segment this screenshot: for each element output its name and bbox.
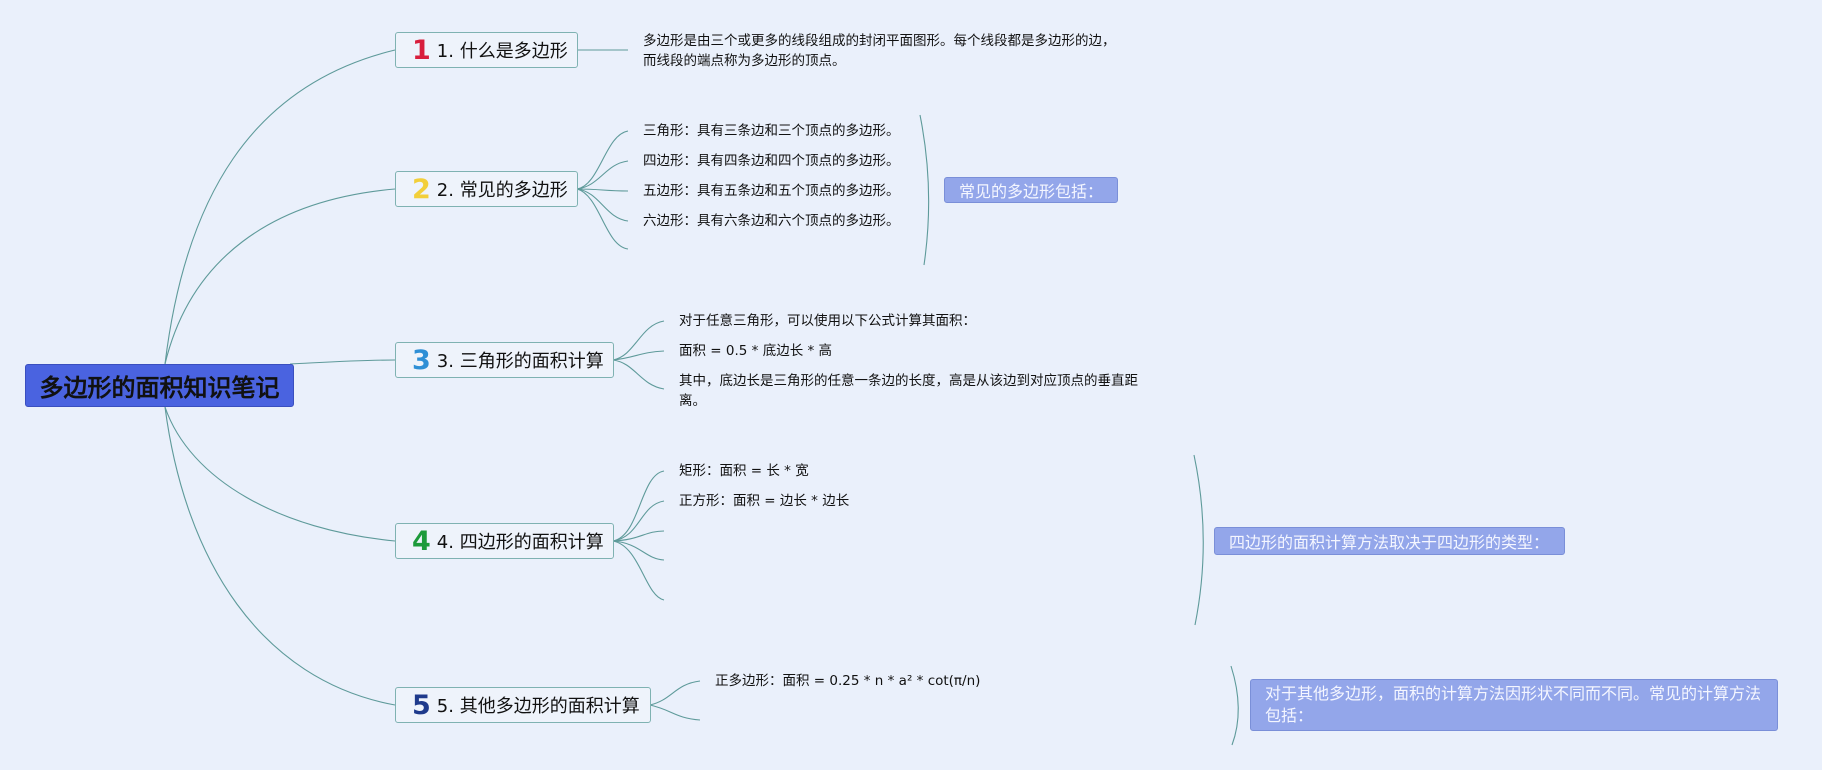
branch-4-node[interactable]: 4 4. 四边形的面积计算 — [395, 523, 614, 559]
branch-5-node[interactable]: 5 5. 其他多边形的面积计算 — [395, 687, 651, 723]
root-node[interactable]: 多边形的面积知识笔记 — [25, 364, 294, 407]
branch-3-leaf-4: 离。 — [679, 393, 706, 409]
connector-root-b3 — [289, 359, 396, 365]
branch-5-label: 5. 其他多边形的面积计算 — [436, 696, 640, 717]
number-3-icon: 3 — [412, 344, 431, 376]
branch-4-label: 4. 四边形的面积计算 — [436, 532, 604, 553]
connector-b4-leaf1 — [612, 470, 665, 542]
connector-root-b4 — [164, 406, 396, 542]
connector-b4-leaf2 — [612, 500, 665, 542]
connector-b2-leaf5 — [576, 188, 629, 250]
connector-b4-leaf3 — [612, 530, 665, 542]
branch-3-leaf-2: 面积 = 0.5 * 底边长 * 高 — [679, 343, 833, 359]
connector-b2-leaf4 — [576, 188, 629, 222]
branch-2-label: 2. 常见的多边形 — [436, 180, 568, 201]
branch-2-leaf-1: 三角形：具有三条边和三个顶点的多边形。 — [643, 123, 900, 139]
connector-b2-bracket — [919, 114, 930, 266]
connector-root-b1 — [164, 49, 396, 365]
branch-5-callout[interactable]: 对于其他多边形，面积的计算方法因形状不同而不同。常见的计算方法 包括： — [1250, 679, 1778, 731]
connector-b3-leaf2 — [612, 350, 665, 361]
connector-root-b5 — [164, 406, 396, 706]
branch-2-callout-text: 常见的多边形包括： — [959, 182, 1104, 201]
branch-1-node[interactable]: 1 1. 什么是多边形 — [395, 32, 578, 68]
branch-3-leaf-1: 对于任意三角形，可以使用以下公式计算其面积： — [679, 313, 976, 329]
branch-1-leaf-2: 而线段的端点称为多边形的顶点。 — [643, 53, 846, 69]
branch-4-callout-text: 四边形的面积计算方法取决于四边形的类型： — [1229, 533, 1550, 552]
branch-1-leaf-1: 多边形是由三个或更多的线段组成的封闭平面图形。每个线段都是多边形的边， — [643, 33, 1116, 49]
branch-2-leaf-4: 六边形：具有六条边和六个顶点的多边形。 — [643, 213, 900, 229]
branch-3-node[interactable]: 3 3. 三角形的面积计算 — [395, 342, 614, 378]
connector-b5-bracket — [1230, 665, 1239, 746]
connector-root-b2 — [164, 188, 396, 365]
connector-b4-leaf5 — [612, 540, 665, 601]
connector-b3-leaf1 — [612, 320, 665, 361]
branch-4-leaf-1: 矩形：面积 = 长 * 宽 — [679, 463, 809, 479]
number-1-icon: 1 — [412, 34, 431, 66]
connector-b5-leaf1 — [649, 680, 701, 706]
branch-2-leaf-3: 五边形：具有五条边和五个顶点的多边形。 — [643, 183, 900, 199]
connector-b3-leaf3 — [612, 359, 665, 390]
branch-2-leaf-2: 四边形：具有四条边和四个顶点的多边形。 — [643, 153, 900, 169]
branch-5-callout-line-2: 包括： — [1265, 706, 1314, 725]
branch-2-node[interactable]: 2 2. 常见的多边形 — [395, 171, 578, 207]
connector-b2-leaf3 — [576, 188, 629, 192]
branch-3-leaf-3: 其中，底边长是三角形的任意一条边的长度，高是从该边到对应顶点的垂直距 — [679, 373, 1138, 389]
branch-4-callout[interactable]: 四边形的面积计算方法取决于四边形的类型： — [1214, 527, 1565, 555]
connector-b5-leaf2 — [649, 704, 701, 721]
number-4-icon: 4 — [412, 525, 431, 557]
connector-b4-leaf4 — [612, 540, 665, 561]
branch-1-label: 1. 什么是多边形 — [436, 41, 568, 62]
number-2-icon: 2 — [412, 173, 431, 205]
root-title: 多边形的面积知识笔记 — [39, 374, 280, 402]
branch-2-callout[interactable]: 常见的多边形包括： — [944, 177, 1118, 203]
connector-b2-leaf2 — [576, 160, 629, 190]
branch-5-callout-line-1: 对于其他多边形，面积的计算方法因形状不同而不同。常见的计算方法 — [1265, 684, 1762, 703]
branch-3-label: 3. 三角形的面积计算 — [436, 351, 604, 372]
branch-4-leaf-2: 正方形：面积 = 边长 * 边长 — [679, 493, 850, 509]
branch-5-leaf-1: 正多边形：面积 = 0.25 * n * a² * cot(π/n) — [715, 673, 981, 689]
connector-b2-leaf1 — [576, 130, 629, 190]
number-5-icon: 5 — [412, 689, 431, 721]
connector-b4-bracket — [1193, 454, 1204, 626]
